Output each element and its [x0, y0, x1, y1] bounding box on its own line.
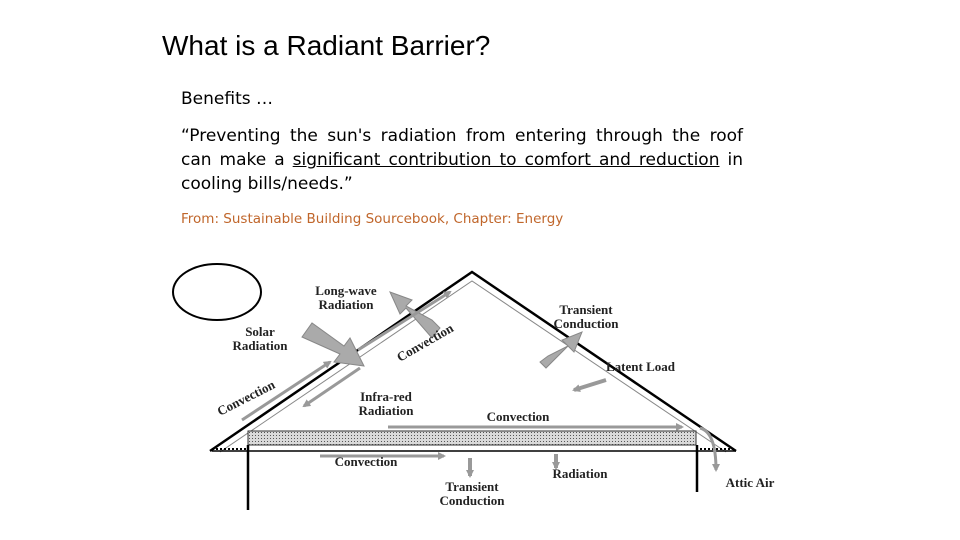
roof-inner-line	[219, 280, 727, 453]
label-solar-1: Solar	[245, 324, 275, 339]
label-infrared-2: Radiation	[359, 403, 415, 418]
label-transient-bottom-1: Transient	[445, 479, 499, 494]
roof-convection-arrow-right	[357, 290, 452, 352]
benefits-heading: Benefits …	[181, 89, 273, 109]
quote-text-end: in cooling bills/needs.”	[181, 150, 744, 194]
label-long-wave-2: Radiation	[319, 297, 375, 312]
label-solar-2: Radiation	[233, 338, 289, 353]
label-long-wave-1: Long-wave	[315, 283, 377, 298]
label-infrared-1: Infra-red	[360, 389, 413, 404]
radiant-barrier-diagram: Long-wave Radiation Solar Radiation Tran…	[172, 263, 775, 510]
sun-icon	[172, 263, 262, 321]
label-transient-bottom-2: Conduction	[439, 493, 505, 508]
source-citation: From: Sustainable Building Sourcebook, C…	[181, 211, 564, 227]
label-transient-top-2: Conduction	[553, 316, 619, 331]
label-convection-attic: Convection	[487, 409, 551, 424]
label-convection-below: Convection	[335, 454, 399, 469]
label-transient-top-1: Transient	[559, 302, 613, 317]
roof-outline	[209, 270, 737, 453]
quote-text-start: “Preventing the sun's radiation from ent…	[181, 126, 743, 170]
quote-underlined-text: significant contribution to comfort and …	[292, 150, 720, 170]
roof-convection-arrow-left	[241, 360, 332, 422]
transient-top-arrow	[539, 331, 583, 369]
solar-radiation-arrow	[301, 322, 365, 367]
label-latent-load: Latent Load	[606, 359, 676, 374]
benefit-quote: “Preventing the sun's radiation from ent…	[181, 124, 743, 196]
insulation-layer	[247, 430, 697, 446]
attic-air-arrow	[699, 426, 720, 472]
slide-title: What is a Radiant Barrier?	[162, 30, 491, 61]
latent-load-arrow	[572, 378, 607, 393]
label-attic-air: Attic Air	[726, 475, 775, 490]
infrared-arrow	[302, 366, 361, 408]
label-radiation-below: Radiation	[553, 466, 609, 481]
